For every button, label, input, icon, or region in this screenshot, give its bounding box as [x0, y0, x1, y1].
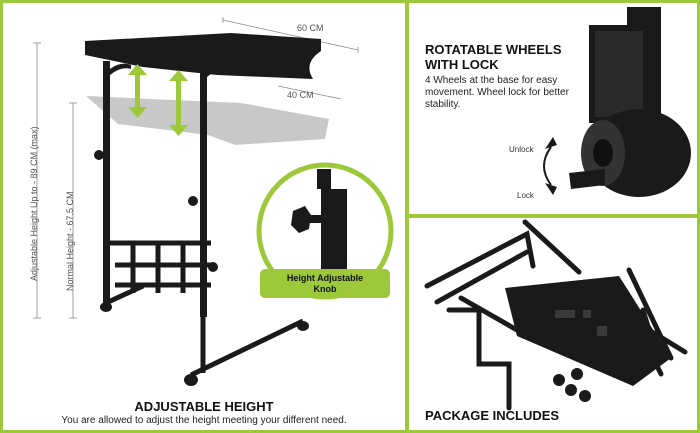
width-dimension-label: 60 CM: [297, 23, 324, 33]
height-arrows: [128, 64, 188, 136]
adjustable-height-title: ADJUSTABLE HEIGHT: [134, 399, 274, 414]
wheel-illustration: [543, 7, 691, 197]
wheels-description: 4 Wheels at the base for easy movement. …: [425, 75, 569, 110]
wheel-closeup: [569, 7, 691, 197]
package-panel: PACKAGE INCLUDES: [409, 218, 697, 430]
lock-rotate-arrow: [543, 146, 552, 186]
hardware-parts: [553, 310, 607, 402]
desk-top: [85, 33, 321, 79]
adjustable-height-panel: 60 CM 40 CM Adjustable Height Up to - 89…: [3, 3, 405, 430]
depth-dimension-label: 40 CM: [287, 90, 314, 100]
desk-base: [103, 240, 305, 378]
adjustable-height-label: Adjustable Height Up to - 89 CM (max): [29, 126, 39, 281]
knob-label: Height Adjustable Knob: [262, 273, 388, 295]
knob-icons: [94, 150, 198, 206]
knob-label-line2: Knob: [313, 284, 337, 294]
desk-wheels: [100, 262, 309, 386]
desk-illustration: [33, 17, 394, 386]
normal-height-label: Normal Height - 67.5 CM: [65, 191, 75, 291]
desk-board-part: [505, 276, 671, 386]
wheels-title: ROTATABLE WHEELS WITH LOCK: [425, 42, 562, 72]
adjustable-height-subtitle: You are allowed to adjust the height mee…: [61, 415, 347, 426]
knob-label-line1: Height Adjustable: [286, 273, 364, 283]
dimension-lines: [33, 17, 359, 319]
knob-label-badge: [260, 269, 390, 298]
lock-label: Lock: [517, 191, 534, 200]
package-title: PACKAGE INCLUDES: [425, 408, 560, 423]
lowered-desk-top: [86, 96, 329, 145]
wheels-panel: ROTATABLE WHEELS WITH LOCK 4 Wheels at t…: [409, 3, 697, 214]
unlock-label: Unlock: [509, 145, 534, 154]
package-illustration: [424, 219, 688, 411]
